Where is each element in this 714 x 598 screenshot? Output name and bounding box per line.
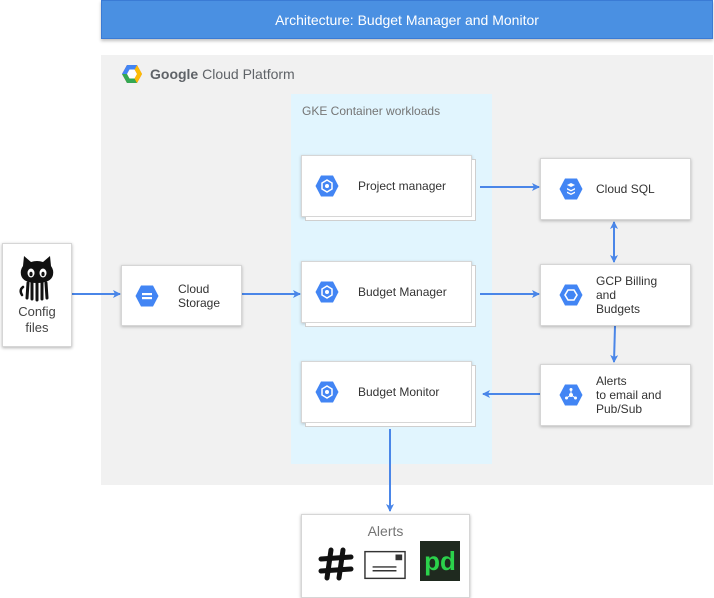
alerts-pubsub-label: Alerts to email and Pub/Sub xyxy=(596,374,661,416)
gke-pod-icon xyxy=(315,381,339,403)
project-manager-node: Project manager xyxy=(301,155,472,217)
cloud-storage-node: Cloud Storage xyxy=(121,265,242,326)
project-manager-label: Project manager xyxy=(358,179,447,193)
diagram-title: Architecture: Budget Manager and Monitor xyxy=(101,0,713,39)
github-octocat-icon xyxy=(19,256,54,302)
billing-line1: GCP Billing xyxy=(596,274,658,288)
billing-icon xyxy=(559,284,583,306)
cloud-storage-line2: Storage xyxy=(178,295,221,310)
budget-manager-node: Budget Manager xyxy=(301,261,472,323)
cloud-storage-label: Cloud Storage xyxy=(178,282,220,310)
config-files-node: Config files xyxy=(2,243,72,347)
config-files-label: Config files xyxy=(18,304,56,336)
gcp-billing-label: GCP Billing and Budgets xyxy=(596,274,657,316)
gcp-name: Cloud Platform xyxy=(202,66,295,82)
google-cloud-logo-icon xyxy=(122,65,142,83)
alerts-pubsub-line2: to email and xyxy=(596,388,662,402)
gcp-brand: Google xyxy=(150,66,199,82)
budget-monitor-label: Budget Monitor xyxy=(358,385,440,399)
alerts-pubsub-line3: Pub/Sub xyxy=(596,402,643,416)
config-label-line2: files xyxy=(25,320,49,335)
config-label-line1: Config xyxy=(18,304,56,319)
gke-label: GKE Container workloads xyxy=(302,104,441,118)
billing-line3: Budgets xyxy=(596,302,641,316)
pagerduty-icon: pd xyxy=(420,541,460,581)
email-icon xyxy=(364,550,406,580)
gcp-title: Google Cloud Platform xyxy=(150,66,295,82)
pubsub-icon xyxy=(559,384,583,406)
alerts-output-node: Alerts pd xyxy=(301,514,470,598)
cloud-storage-line1: Cloud xyxy=(178,281,210,296)
cloud-sql-label: Cloud SQL xyxy=(596,182,655,196)
cloud-sql-icon xyxy=(559,178,583,200)
gke-pod-icon xyxy=(315,175,339,197)
cloud-sql-node: Cloud SQL xyxy=(540,158,691,220)
budget-manager-label: Budget Manager xyxy=(358,285,447,299)
alerts-pubsub-line1: Alerts xyxy=(596,374,627,388)
pagerduty-text: pd xyxy=(424,546,456,576)
billing-line2: and xyxy=(596,288,617,302)
cloud-storage-icon xyxy=(135,285,159,306)
gcp-billing-node: GCP Billing and Budgets xyxy=(540,264,691,326)
alerts-pubsub-node: Alerts to email and Pub/Sub xyxy=(540,364,691,426)
gcp-header: Google Cloud Platform xyxy=(121,63,295,85)
budget-monitor-node: Budget Monitor xyxy=(301,361,472,423)
slack-icon xyxy=(318,547,354,581)
alerts-output-title: Alerts xyxy=(367,523,404,539)
gke-pod-icon xyxy=(315,281,339,303)
